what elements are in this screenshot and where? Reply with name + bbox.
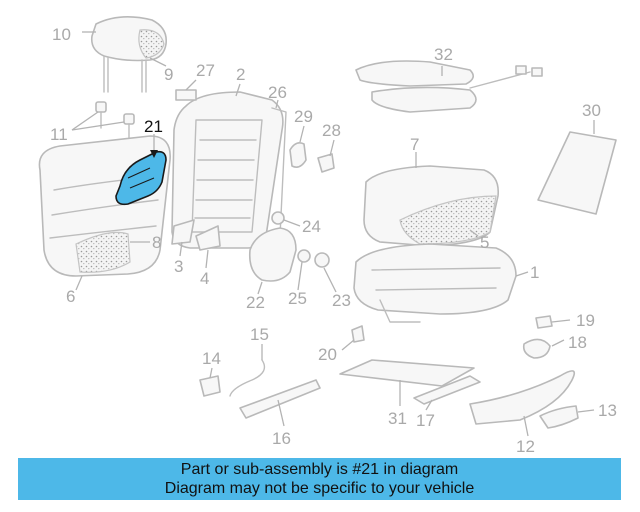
seat-board-part <box>537 131 617 215</box>
highlighted-part-21 <box>115 150 167 206</box>
callout-14: 14 <box>202 349 221 368</box>
banner-line-1: Part or sub-assembly is #21 in diagram <box>180 461 459 478</box>
callout-21: 21 <box>144 117 163 136</box>
clip-part <box>175 89 197 101</box>
callout-12: 12 <box>516 437 535 456</box>
callout-labels: 10 9 27 2 26 29 28 32 30 7 11 21 8 6 3 4… <box>50 25 617 456</box>
callout-24: 24 <box>302 217 321 236</box>
handle-14-part <box>199 375 221 397</box>
callout-20: 20 <box>318 345 337 364</box>
trim-part <box>289 142 307 168</box>
callout-1: 1 <box>530 263 539 282</box>
callout-13: 13 <box>598 401 617 420</box>
seat-cushion-part <box>363 165 500 247</box>
bolt-24-part <box>271 211 285 225</box>
callout-11: 11 <box>50 125 68 144</box>
bracket-4-part <box>195 225 221 251</box>
cover-18-part <box>522 338 551 359</box>
callout-22: 22 <box>246 293 265 312</box>
panel-31-part <box>339 359 475 387</box>
callout-32: 32 <box>434 45 453 64</box>
seat-frame-part <box>353 243 517 323</box>
callout-5: 5 <box>480 233 489 252</box>
bolt-19-part <box>535 315 553 329</box>
banner-line-2: Diagram may not be specific to your vehi… <box>164 480 475 497</box>
callout-16: 16 <box>272 429 291 448</box>
callout-4: 4 <box>200 269 209 288</box>
callout-7: 7 <box>410 135 419 154</box>
callout-17: 17 <box>416 411 435 430</box>
cable-15-part <box>229 359 266 397</box>
callout-15: 15 <box>250 325 269 344</box>
headrest-guides-part <box>95 101 135 139</box>
info-banner: Part or sub-assembly is #21 in diagram D… <box>18 458 621 500</box>
recliner-cover-part <box>248 227 297 282</box>
callout-30: 30 <box>582 101 601 120</box>
side-panel-part <box>469 370 576 425</box>
callout-18: 18 <box>568 333 587 352</box>
trim-strip-part <box>239 379 321 419</box>
callout-19: 19 <box>576 311 595 330</box>
bolt-20-part <box>351 325 365 343</box>
callout-2: 2 <box>236 65 245 84</box>
callout-8: 8 <box>152 233 161 252</box>
leader-lines <box>71 31 595 437</box>
nut-23-part <box>314 252 330 268</box>
callout-6: 6 <box>66 287 75 306</box>
cover-13-part <box>539 405 579 429</box>
knob-part <box>317 153 335 173</box>
callout-10: 10 <box>52 25 71 44</box>
callout-31: 31 <box>388 409 407 428</box>
headrest-part <box>90 16 168 93</box>
callout-29: 29 <box>294 107 313 126</box>
callout-27: 27 <box>196 61 215 80</box>
callout-9: 9 <box>164 65 173 84</box>
callout-3: 3 <box>174 257 183 276</box>
callout-28: 28 <box>322 121 341 140</box>
callout-26: 26 <box>268 83 287 102</box>
callout-25: 25 <box>288 289 307 308</box>
callout-23: 23 <box>332 291 351 310</box>
rail-17-part <box>413 375 481 405</box>
bracket-3-part <box>171 219 195 245</box>
seat-heater-pad-part <box>355 60 543 113</box>
washer-25-part <box>297 249 311 263</box>
